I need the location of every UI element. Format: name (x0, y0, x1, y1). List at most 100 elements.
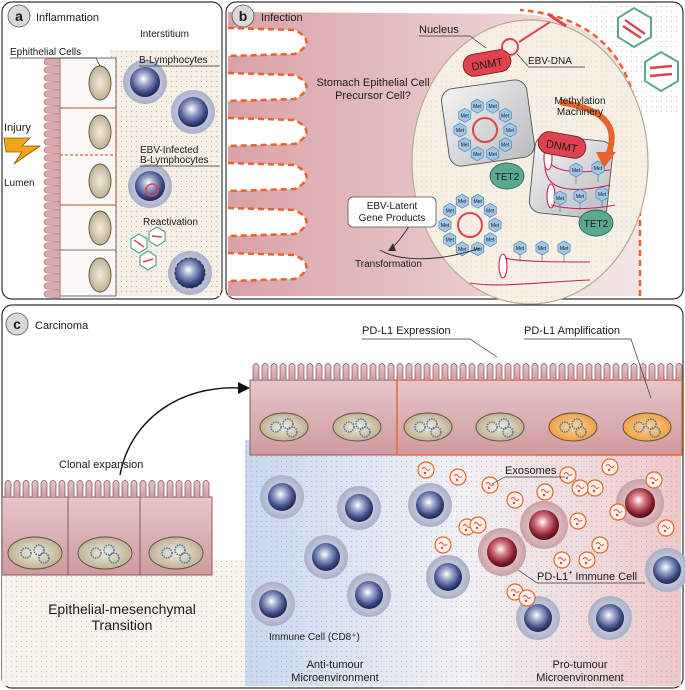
met-group (486, 98, 500, 114)
lumen-label: Lumen (4, 178, 35, 189)
epithelial-cells-label: Ephithelial Cells (10, 47, 81, 58)
panel-a: a Inflammation Interstitium Ephithelial … (1, 1, 223, 300)
met-label: Met (473, 104, 482, 110)
dna-cluster-icon (179, 552, 191, 564)
met-label: Met (576, 194, 585, 200)
met-label: Met (560, 246, 569, 252)
tet2-label-2: TET2 (584, 219, 609, 230)
met-label: Met (506, 128, 515, 134)
pdl1-amplification-label: PD-L1 Amplification (524, 325, 620, 337)
exosome-cargo-dot (559, 561, 563, 565)
exosome-cargo (510, 497, 520, 501)
met-group (573, 188, 587, 204)
methylation-label: Methylation (554, 96, 605, 107)
met-group (553, 190, 567, 206)
injury-label: Injury (4, 122, 31, 134)
met-label: Met (461, 143, 470, 149)
met-label: Met (458, 199, 467, 205)
exosome-cargo (510, 589, 520, 593)
exosome (417, 461, 435, 479)
virion-group (130, 226, 166, 271)
exosome-cargo (473, 522, 483, 526)
pro-tumour-label: Pro-tumour (552, 659, 607, 671)
met-group (595, 186, 609, 202)
met-group (486, 146, 500, 162)
met-label: Met (446, 238, 455, 244)
nucleus-label: Nucleus (419, 24, 459, 36)
latent-gene-label: EBV-Latent (367, 201, 418, 212)
met-group (498, 137, 512, 153)
met-label: Met (489, 104, 498, 110)
met-label: Met (556, 196, 565, 202)
met-group (453, 122, 467, 138)
met-group (471, 193, 485, 209)
emt-label: Epithelial-mesenchymal (48, 601, 196, 617)
interstitium-label: Interstitium (140, 29, 189, 40)
exosome-cargo-dot (487, 486, 491, 490)
exosome-cargo (575, 485, 585, 489)
transformation-label: Transformation (355, 259, 422, 270)
tumour-nucleus (7, 536, 63, 570)
exosome-cargo (590, 485, 600, 489)
dna-cluster-icon (103, 544, 115, 556)
latent-gene-box (347, 196, 437, 228)
met-label: Met (594, 166, 603, 172)
met-label: Met (461, 113, 470, 119)
reactivation-label: Reactivation (143, 217, 198, 228)
panel-a-badge (7, 4, 31, 28)
cd8-immune-nucleus (312, 543, 340, 571)
exosome (601, 458, 619, 476)
exosome-cargo-dot (597, 546, 601, 550)
dnmt-enzyme: DNMT (462, 49, 512, 77)
dna-cluster-icon (359, 426, 371, 438)
exosome-cargo (438, 542, 448, 546)
exosome-cargo-dot (607, 468, 611, 472)
met-label: Met (538, 246, 547, 252)
dna-cluster-icon (270, 421, 282, 433)
met-label: Met (446, 208, 455, 214)
dna-cluster-icon (286, 426, 298, 438)
met-group (557, 240, 571, 256)
tumour-nucleus (259, 412, 309, 442)
exosome-cargo (582, 557, 592, 561)
pdl1-immune-nucleus (529, 510, 559, 540)
exosome (609, 503, 627, 521)
ebv-dna-label: EBV-DNA (528, 56, 572, 67)
met-label: Met (474, 247, 483, 253)
exosome-cargo (595, 542, 605, 546)
precursor-cell-label: Precursor Cell? (335, 90, 411, 102)
exosome (481, 476, 499, 494)
exosome-cargo-dot (575, 522, 579, 526)
pdl1-immune-nucleus (625, 488, 655, 518)
dna-cluster-icon (20, 547, 32, 559)
exosome (553, 551, 571, 569)
tumour-nucleus (403, 412, 453, 442)
exosome-cargo-dot (423, 471, 427, 475)
exosome (434, 536, 452, 554)
exosome-cargo-dot (440, 546, 444, 550)
cd8-immune-nucleus (345, 494, 373, 522)
dnmt-enzyme-2: DNMT (537, 131, 587, 159)
exosome-cargo (649, 477, 659, 481)
tet2-label: TET2 (495, 172, 520, 183)
cd8-immune-nucleus (259, 590, 287, 618)
cd8-immune-nucleus (524, 604, 552, 632)
cd8-immune-nucleus (596, 604, 624, 632)
methylation-arrow (559, 99, 615, 162)
exosome-cargo (453, 474, 463, 478)
met-label: Met (456, 128, 465, 134)
injury-bolt-icon (3, 137, 42, 165)
dna-cluster-icon (633, 421, 645, 433)
anti-tumour-label: Anti-tumour (307, 659, 364, 671)
ebv-infected-label: EBV-Infected (140, 145, 198, 156)
exosome-cargo-dot (615, 513, 619, 517)
tet2-enzyme-2: TET2 (578, 209, 614, 237)
exosome-cargo-dot (577, 489, 581, 493)
exosome-cargo-dot (475, 526, 479, 530)
dna-strand-bottom (469, 253, 591, 286)
dna-cluster-icon (502, 426, 514, 438)
met-group (458, 137, 472, 153)
ebv-dna-circle (501, 38, 519, 56)
